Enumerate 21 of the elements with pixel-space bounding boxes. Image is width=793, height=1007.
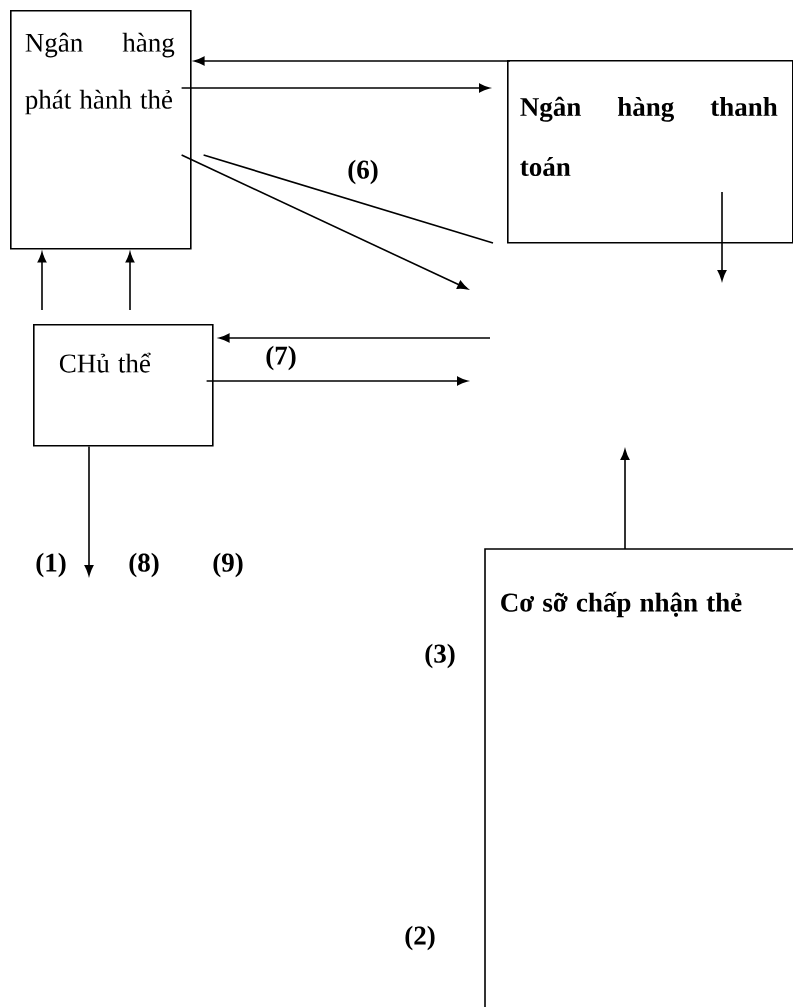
arrow (84, 445, 94, 576)
arrow (620, 449, 630, 550)
process-box: CHủ thể (33, 324, 214, 447)
step-number: (9) (213, 552, 243, 578)
step-number: (6) (348, 159, 378, 185)
process-box: Ngân hàng phát hành thẻ (10, 10, 192, 250)
step-number: (8) (129, 552, 159, 578)
process-box: Ngân hàng thanh toán (507, 60, 793, 244)
arrow (125, 252, 135, 311)
step-number: (7) (266, 345, 296, 371)
arrow (180, 154, 468, 290)
arrow (717, 191, 727, 281)
arrow (180, 83, 490, 93)
step-number: (3) (425, 643, 455, 669)
arrow (194, 56, 511, 66)
process-box: Cơ sỡ chấp nhận thẻ (484, 548, 793, 1007)
arrow (37, 252, 47, 311)
arrow (205, 376, 468, 386)
arrow (219, 333, 491, 343)
step-number: (1) (36, 552, 66, 578)
step-number: (2) (405, 925, 435, 951)
